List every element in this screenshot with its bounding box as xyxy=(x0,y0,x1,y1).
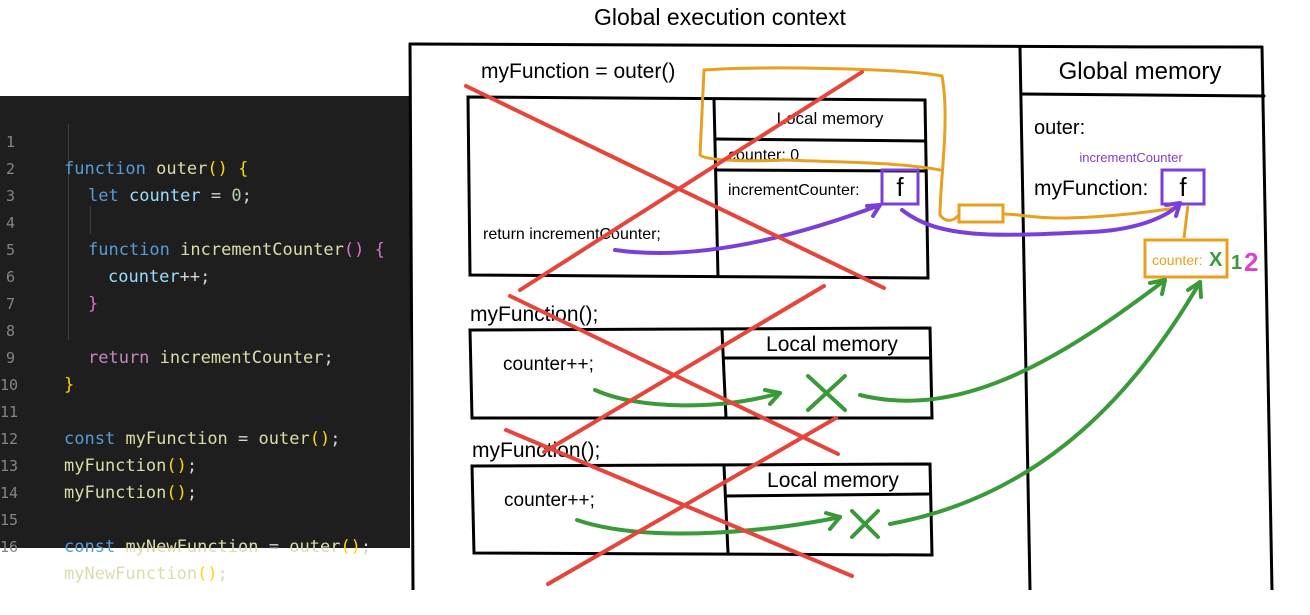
code-text: let counter = 0; xyxy=(88,186,252,206)
code-line-15: 15 const myNewFunction = outer(); xyxy=(0,480,410,557)
cross-call2-1 xyxy=(504,428,854,578)
counter-increment-arrows-1 xyxy=(593,278,1167,412)
code-text: } xyxy=(64,375,75,395)
code-line-3: 3 xyxy=(0,156,410,205)
outer-call-context: myFunction = outer() Local memory counte… xyxy=(466,60,930,280)
backpack-link-line xyxy=(1182,204,1190,239)
code-line-6: 6 } xyxy=(0,237,410,314)
line-number: 5 xyxy=(6,241,16,259)
cross-outer-2 xyxy=(518,70,864,292)
backpack-value-zero-crossed: X xyxy=(1209,249,1223,271)
code-text: myNewFunction(); xyxy=(64,564,228,584)
line-number: 2 xyxy=(6,160,16,178)
code-text: function incrementCounter() { xyxy=(88,240,385,260)
second-call-box xyxy=(470,462,934,557)
function-f-symbol: f xyxy=(1179,172,1187,202)
code-text: } xyxy=(88,294,99,314)
code-line-7: 7 xyxy=(0,264,410,313)
outer-call-heading: myFunction = outer() xyxy=(481,60,675,83)
code-text: const myFunction = outer(); xyxy=(64,429,341,449)
backpack-value-one: 1 xyxy=(1231,252,1242,274)
closure-backpack-link xyxy=(698,66,1177,224)
code-line-2: 2 let counter = 0; xyxy=(0,129,410,206)
execution-context-diagram: Global execution context Global memory o… xyxy=(408,4,1274,590)
function-return-arrows xyxy=(613,201,1182,255)
inner-function-box xyxy=(880,168,920,206)
code-text: myFunction(); xyxy=(64,483,198,503)
first-call-box xyxy=(468,326,934,420)
line-number: 3 xyxy=(6,187,16,205)
code-text: counter++; xyxy=(108,267,211,287)
local-memory-divider xyxy=(715,137,927,143)
second-call-body: counter++; xyxy=(504,490,595,511)
line-number: 10 xyxy=(0,376,19,394)
line-number: 6 xyxy=(6,268,16,286)
outer-entry: outer: xyxy=(1034,117,1085,139)
line-number: 14 xyxy=(0,484,19,502)
first-call-heading: myFunction(); xyxy=(470,303,598,326)
code-editor: 1 function outer() { 2 let counter = 0; … xyxy=(0,96,410,584)
backpack-box xyxy=(1143,238,1229,279)
line-number: 8 xyxy=(6,322,16,340)
return-line: return incrementCounter; xyxy=(483,226,661,243)
code-line-8: 8 return incrementCounter; xyxy=(0,291,410,368)
increment-entry: incrementCounter: xyxy=(728,182,860,199)
code-line-5: 5 counter++; xyxy=(0,210,410,287)
line-number: 9 xyxy=(6,349,16,367)
code-line-1: 1 function outer() { xyxy=(0,102,410,179)
indent-guide xyxy=(68,124,69,340)
code-line-9: 9 } xyxy=(0,318,410,395)
second-call-context: myFunction(); counter++; Local memory xyxy=(470,439,934,557)
code-line-16: 16 myNewFunction(); xyxy=(0,507,410,584)
counter-increment-arrows-2 xyxy=(575,280,1203,539)
code-line-14: 14 xyxy=(0,453,410,502)
myfunction-entry: myFunction: xyxy=(1034,177,1148,200)
global-memory-header: Global memory xyxy=(1059,58,1222,85)
code-line-4: 4 function incrementCounter() { xyxy=(0,183,410,260)
global-memory: Global memory outer: incrementCounter my… xyxy=(1034,58,1258,279)
code-text: const myNewFunction = outer(); xyxy=(64,537,372,557)
code-line-12: 12 myFunction(); xyxy=(0,399,410,476)
function-box xyxy=(1160,168,1206,206)
code-line-11: 11 const myFunction = outer(); xyxy=(0,372,410,449)
code-line-13: 13 myFunction(); xyxy=(0,426,410,503)
line-number: 13 xyxy=(0,457,19,475)
cross-outer-1 xyxy=(464,84,886,290)
inner-function-f-symbol: f xyxy=(896,172,904,202)
outer-local-memory-label: Local memory xyxy=(777,109,884,128)
backpack-caption: incrementCounter xyxy=(1079,150,1183,165)
code-line-10: 10 xyxy=(0,345,410,394)
first-call-context: myFunction(); counter++; Local memory xyxy=(468,303,934,420)
deleted-context-crosses xyxy=(464,70,886,586)
line-number: 11 xyxy=(0,403,19,421)
code-text: return incrementCounter; xyxy=(88,348,334,368)
cross-call2-2 xyxy=(546,416,838,586)
cross-call1-2 xyxy=(542,284,826,454)
global-execution-context-frame xyxy=(408,42,1274,590)
outer-context-box xyxy=(466,95,930,280)
line-number: 7 xyxy=(6,295,16,313)
second-call-local-divider xyxy=(725,492,931,498)
indent-guide xyxy=(90,206,91,234)
diagram-title: Global execution context xyxy=(594,4,846,30)
link-connector-box xyxy=(957,203,1005,224)
line-number: 4 xyxy=(6,214,16,232)
line-number: 16 xyxy=(0,538,19,556)
code-text: function outer() { xyxy=(64,159,249,179)
first-call-local-memory: Local memory xyxy=(766,333,898,356)
line-number: 1 xyxy=(6,133,16,151)
code-text: myFunction(); xyxy=(64,456,198,476)
backpack-counter-label: counter: xyxy=(1152,252,1203,268)
first-call-body: counter++; xyxy=(503,354,594,375)
line-number: 12 xyxy=(0,430,19,448)
backpack-value-two: 2 xyxy=(1244,247,1258,277)
line-number: 15 xyxy=(0,511,19,529)
second-call-local-memory: Local memory xyxy=(767,469,899,492)
